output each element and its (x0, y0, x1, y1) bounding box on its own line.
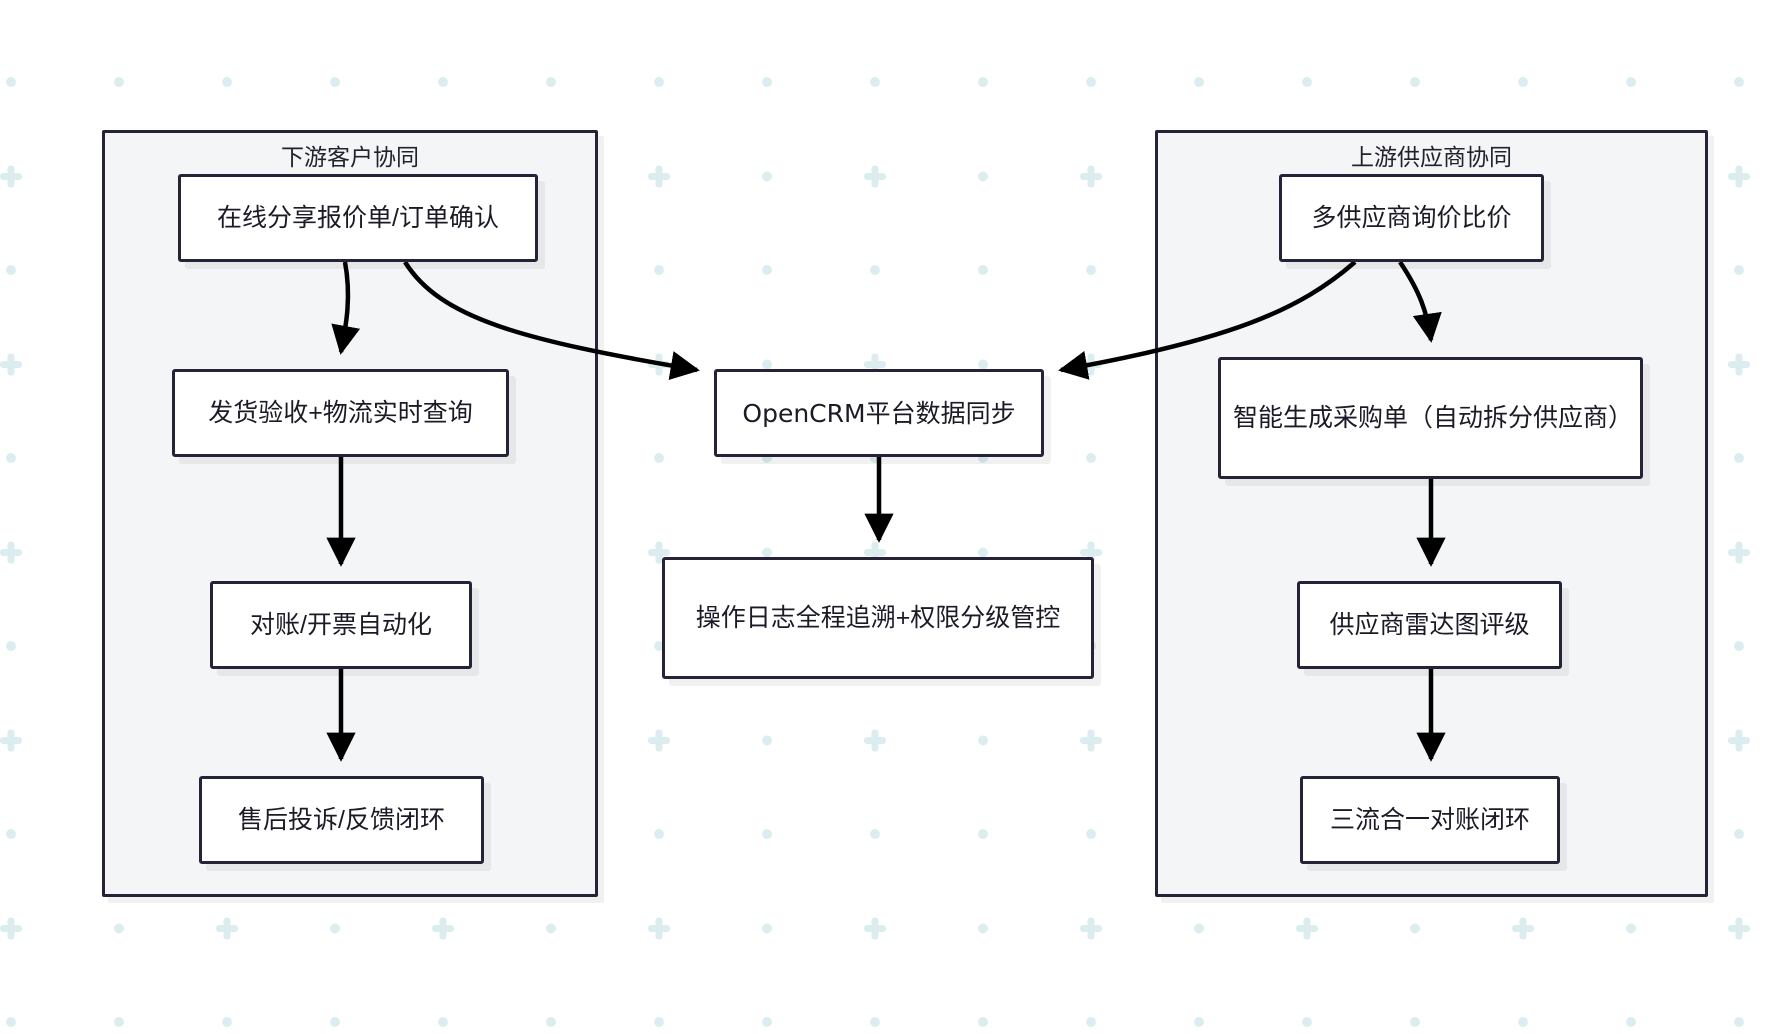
node-reconciliation-invoicing[interactable]: 对账/开票自动化 (210, 581, 472, 669)
node-delivery-acceptance-logistics[interactable]: 发货验收+物流实时查询 (172, 369, 509, 457)
node-label: 供应商雷达图评级 (1329, 610, 1530, 639)
node-label: 多供应商询价比价 (1311, 203, 1512, 232)
node-multi-supplier-quotation[interactable]: 多供应商询价比价 (1279, 174, 1544, 262)
node-aftersales-feedback-loop[interactable]: 售后投诉/反馈闭环 (199, 776, 484, 864)
node-online-quote-order-confirm[interactable]: 在线分享报价单/订单确认 (178, 174, 538, 262)
group-upstream-title: 上游供应商协同 (1351, 144, 1512, 170)
node-label: 三流合一对账闭环 (1329, 805, 1530, 834)
node-three-flow-reconciliation-loop[interactable]: 三流合一对账闭环 (1300, 776, 1560, 864)
node-label: 智能生成采购单（自动拆分供应商） (1233, 403, 1634, 432)
node-smart-purchase-order-split[interactable]: 智能生成采购单（自动拆分供应商） (1218, 357, 1643, 479)
node-opencrm-data-sync[interactable]: OpenCRM平台数据同步 (714, 369, 1044, 457)
node-supplier-radar-rating[interactable]: 供应商雷达图评级 (1297, 581, 1562, 669)
node-label: OpenCRM平台数据同步 (742, 398, 1016, 428)
node-label: 在线分享报价单/订单确认 (217, 203, 499, 232)
node-label: 对账/开票自动化 (250, 610, 432, 639)
node-audit-log-permission-control[interactable]: 操作日志全程追溯+权限分级管控 (662, 557, 1094, 679)
group-downstream-title: 下游客户协同 (281, 144, 419, 170)
node-label: 操作日志全程追溯+权限分级管控 (695, 603, 1061, 632)
node-label: 发货验收+物流实时查询 (208, 398, 473, 427)
node-label: 售后投诉/反馈闭环 (238, 805, 445, 834)
